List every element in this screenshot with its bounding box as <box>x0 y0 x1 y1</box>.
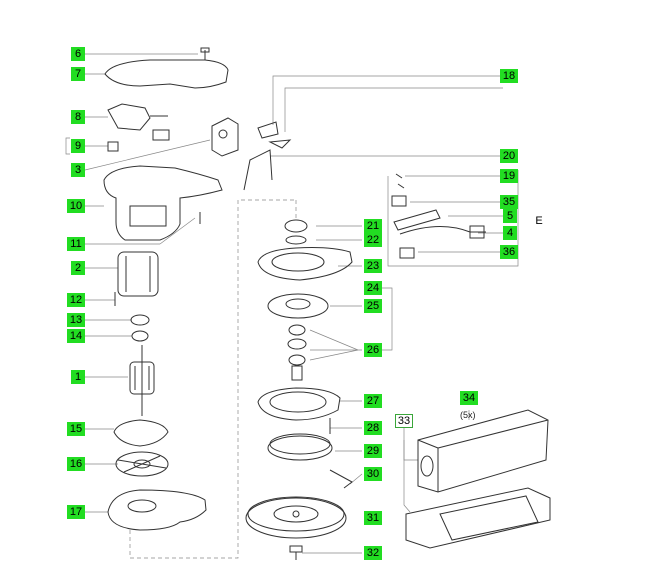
part-32-screw <box>289 545 303 560</box>
group-label-e: E <box>535 215 543 227</box>
part-26-bearings <box>287 324 307 381</box>
callout-17[interactable]: 17 <box>67 505 85 519</box>
part-25-eccentric <box>267 293 329 319</box>
part-13-bearing <box>130 314 150 326</box>
quantity-note-34: (5x) <box>460 410 476 420</box>
callout-6[interactable]: 6 <box>71 47 85 61</box>
part-29-ring <box>267 433 333 461</box>
callout-33[interactable]: 33 <box>395 414 413 428</box>
part-34-dust-bag <box>417 409 549 493</box>
part-18-brush-clip <box>257 121 279 139</box>
part-36-clamp <box>399 247 415 259</box>
part-7-top-cover <box>104 59 229 89</box>
part-17-base-housing <box>107 489 207 531</box>
part-31-sanding-pad <box>245 496 347 539</box>
callout-28[interactable]: 28 <box>364 421 382 435</box>
callout-36[interactable]: 36 <box>500 245 518 259</box>
callout-12[interactable]: 12 <box>67 293 85 307</box>
callout-20[interactable]: 20 <box>500 149 518 163</box>
callout-22[interactable]: 22 <box>364 233 382 247</box>
callout-35[interactable]: 35 <box>500 195 518 209</box>
part-23-plate <box>257 247 353 281</box>
callout-1[interactable]: 1 <box>71 370 85 384</box>
part-1-armature <box>129 345 155 416</box>
callout-21[interactable]: 21 <box>364 219 382 233</box>
callout-7[interactable]: 7 <box>71 67 85 81</box>
part-16-fan <box>115 451 169 477</box>
part-8-switch <box>107 103 168 131</box>
callout-2[interactable]: 2 <box>71 261 85 275</box>
part-5-cable-sleeve <box>393 209 441 231</box>
part-33-filter-cassette <box>405 487 551 549</box>
part-19-screws <box>395 173 405 189</box>
callout-31[interactable]: 31 <box>364 511 382 525</box>
part-27-brake-housing <box>257 387 341 421</box>
callout-14[interactable]: 14 <box>67 329 85 343</box>
callout-10[interactable]: 10 <box>67 199 85 213</box>
callout-19[interactable]: 19 <box>500 169 518 183</box>
callout-26[interactable]: 26 <box>364 343 382 357</box>
part-22-ring <box>285 235 307 245</box>
callout-4[interactable]: 4 <box>503 226 517 240</box>
callout-27[interactable]: 27 <box>364 394 382 408</box>
part-2-stator <box>117 251 159 297</box>
callout-13[interactable]: 13 <box>67 313 85 327</box>
callout-30[interactable]: 30 <box>364 467 382 481</box>
callout-3[interactable]: 3 <box>71 163 85 177</box>
callout-23[interactable]: 23 <box>364 259 382 273</box>
callout-9[interactable]: 9 <box>71 139 85 153</box>
callout-34[interactable]: 34 <box>460 391 478 405</box>
part-35-strain-relief <box>391 195 407 207</box>
part-30-hex-key <box>329 469 353 489</box>
callout-16[interactable]: 16 <box>67 457 85 471</box>
callout-15[interactable]: 15 <box>67 422 85 436</box>
callout-29[interactable]: 29 <box>364 444 382 458</box>
part-3-module <box>211 117 239 157</box>
part-14-bearing <box>131 330 149 342</box>
callout-32[interactable]: 32 <box>364 546 382 560</box>
part-15-fan-guide <box>113 419 169 447</box>
callout-24[interactable]: 24 <box>364 281 382 295</box>
callout-18[interactable]: 18 <box>500 69 518 83</box>
part-10-housing <box>103 165 223 241</box>
part-21-bearing <box>284 219 308 233</box>
callout-11[interactable]: 11 <box>67 237 85 251</box>
callout-25[interactable]: 25 <box>364 299 382 313</box>
callout-5[interactable]: 5 <box>503 209 517 223</box>
part-20-cable-guide <box>243 149 273 191</box>
part-4-power-cable <box>399 225 486 239</box>
part-6-screw <box>200 47 210 60</box>
part-9-clip <box>107 141 119 152</box>
callout-8[interactable]: 8 <box>71 110 85 124</box>
